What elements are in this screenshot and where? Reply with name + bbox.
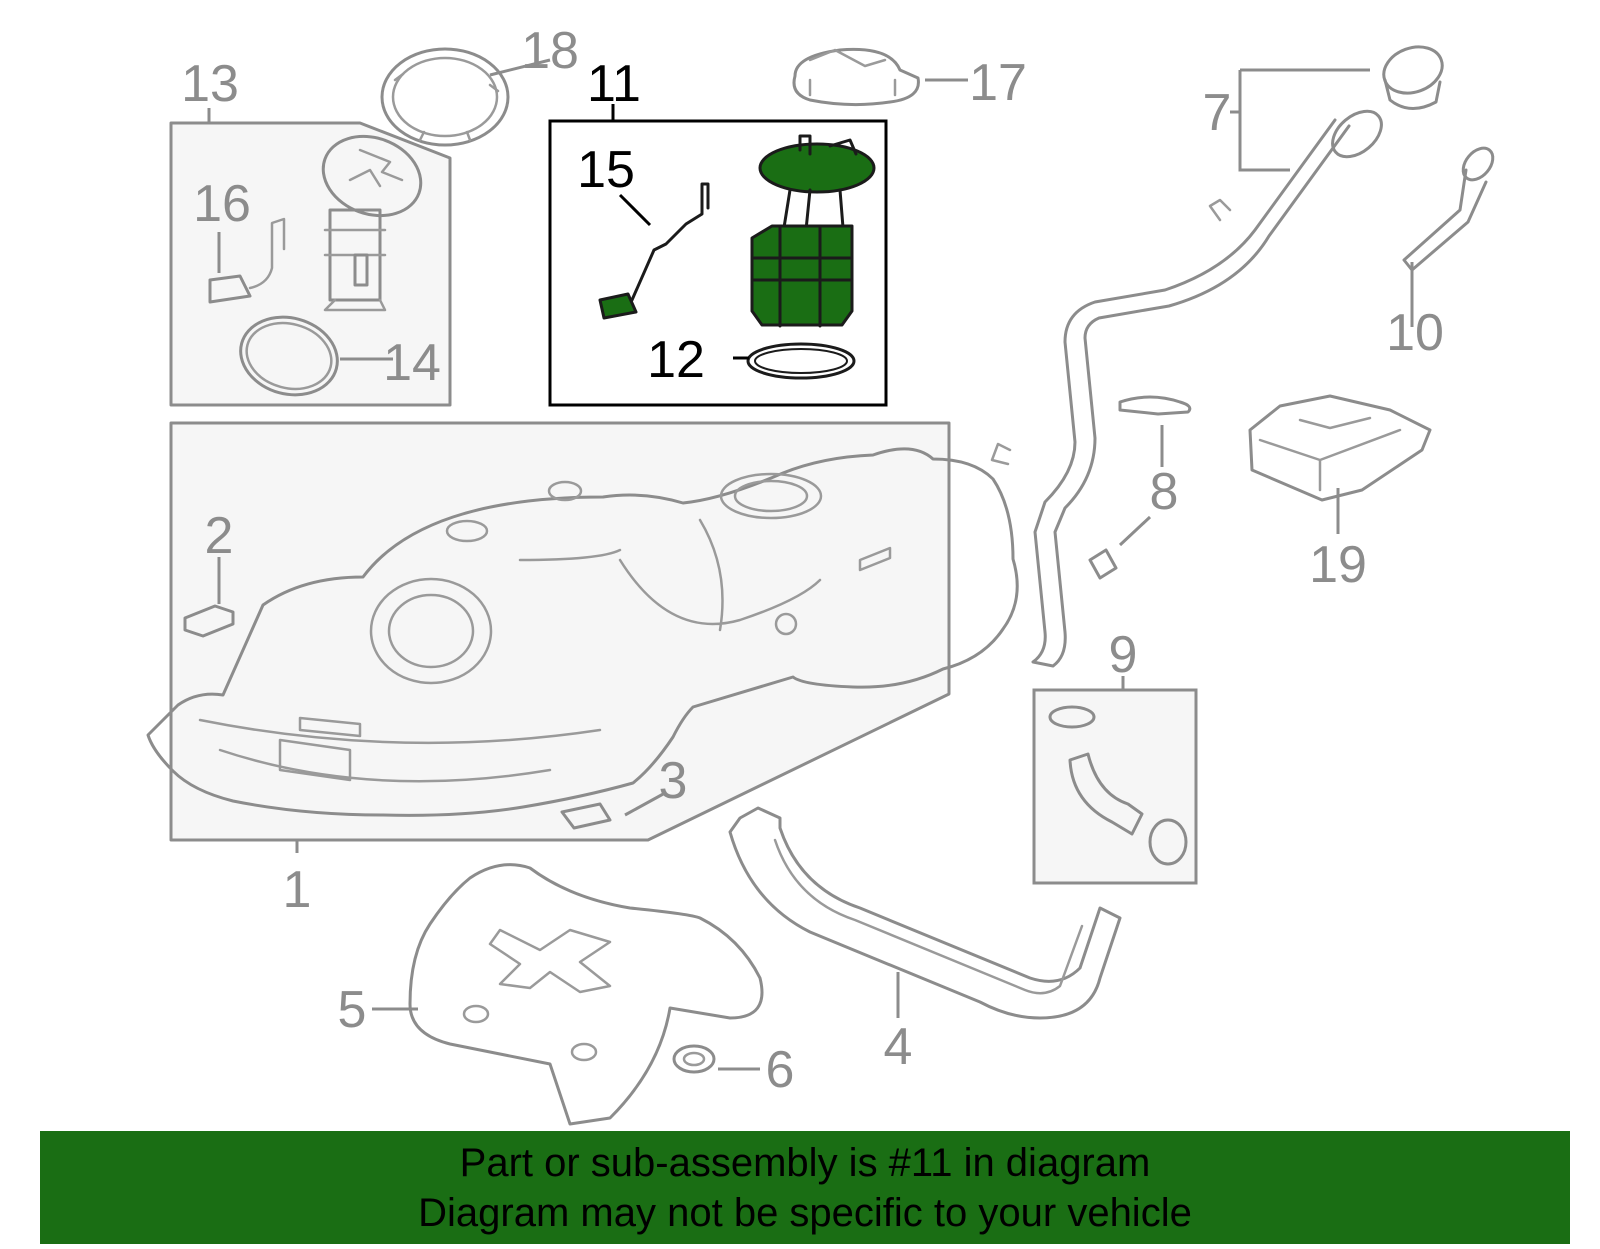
callout-9: 9 [1109, 626, 1138, 684]
seal-part-14[interactable] [232, 307, 346, 406]
banner-line-1: Part or sub-assembly is #11 in diagram [459, 1140, 1151, 1185]
callout-17: 17 [969, 54, 1027, 112]
pad-part-2[interactable] [183, 604, 235, 638]
bracket-part-19[interactable] [1248, 394, 1432, 502]
banner-line-2: Diagram may not be specific to your vehi… [418, 1190, 1192, 1235]
retainer-part-17[interactable] [792, 47, 920, 107]
callout-8: 8 [1150, 463, 1179, 521]
fuel-tank-part-1[interactable] [146, 447, 1019, 817]
callout-7: 7 [1203, 84, 1232, 142]
seal-part-12[interactable] [746, 342, 856, 380]
lock-ring-part-18[interactable] [380, 47, 510, 147]
fuel-pump-module-part-11[interactable] [750, 134, 876, 328]
hose-kit-part-9[interactable] [1048, 705, 1188, 866]
callout-labels: 1 2 3 4 5 6 7 8 9 10 11 12 13 14 15 16 1… [181, 22, 1444, 1099]
group-box-9 [1032, 688, 1198, 885]
callout-12: 12 [647, 331, 705, 389]
pad-part-3[interactable] [560, 802, 612, 830]
group-box-13 [169, 121, 452, 407]
callout-1: 1 [283, 861, 312, 919]
callout-2: 2 [205, 507, 234, 565]
heat-shield-part-5[interactable] [408, 863, 764, 1126]
strap-part-4[interactable] [728, 806, 1122, 1020]
info-banner: Part or sub-assembly is #11 in diagram D… [40, 1131, 1570, 1244]
callout-15: 15 [577, 141, 635, 199]
callout-4: 4 [884, 1018, 913, 1076]
tube-part-10[interactable] [1402, 142, 1499, 272]
sender-part-15[interactable] [598, 182, 710, 320]
callout-13: 13 [181, 55, 239, 113]
callout-18: 18 [521, 22, 579, 80]
callout-11: 11 [587, 55, 641, 113]
fastener-part-6[interactable] [672, 1044, 716, 1074]
callout-3: 3 [659, 752, 688, 810]
callout-6: 6 [766, 1041, 795, 1099]
callout-19: 19 [1309, 536, 1367, 594]
fuel-pump-module-part-13[interactable] [312, 123, 432, 312]
clip-part-8[interactable] [1088, 395, 1192, 580]
leader-lines [207, 58, 1414, 1071]
sender-part-16[interactable] [208, 217, 286, 304]
callout-16: 16 [193, 175, 251, 233]
filler-pipe-part-7[interactable] [990, 39, 1449, 668]
callout-14: 14 [383, 334, 441, 392]
callout-10: 10 [1386, 304, 1444, 362]
group-box-1 [169, 421, 951, 842]
callout-5: 5 [338, 981, 367, 1039]
